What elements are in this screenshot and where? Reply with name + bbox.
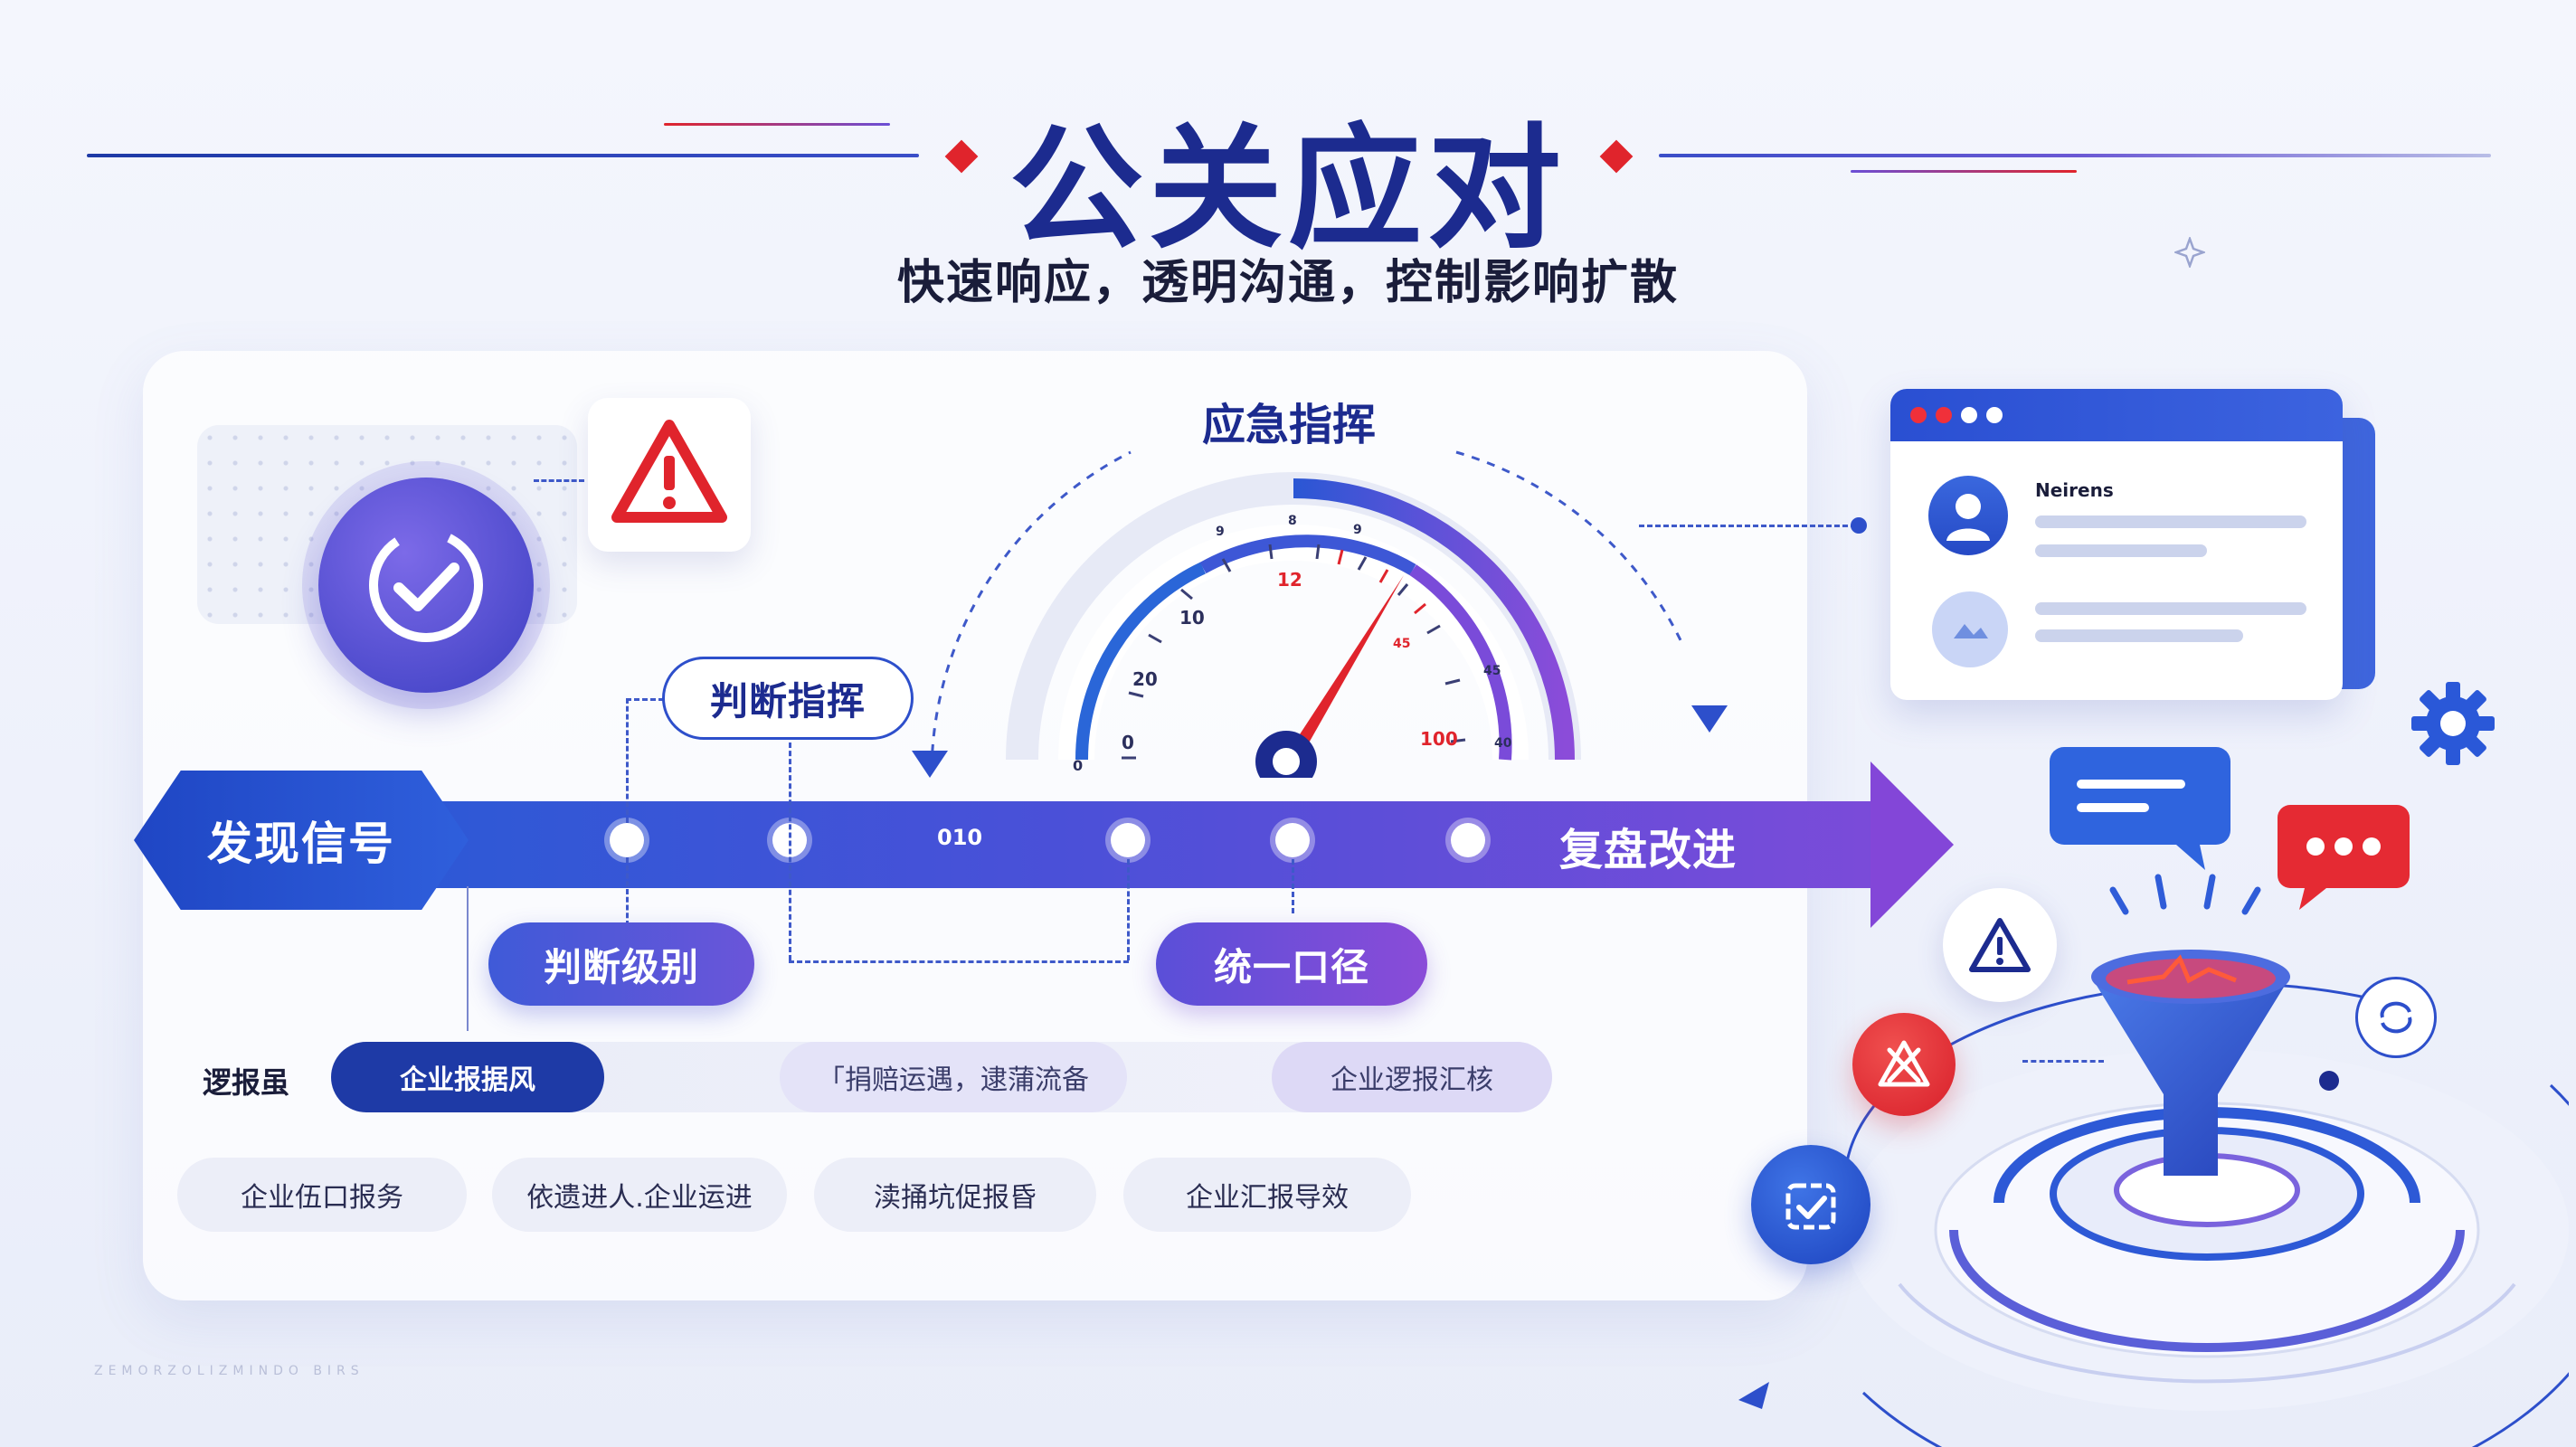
connector-start-down <box>467 886 469 1031</box>
gauge-outer-tick-c: 9 <box>1353 523 1362 537</box>
side-alert-red-button[interactable] <box>1852 1013 1956 1116</box>
window-card: Neirens <box>1890 389 2343 700</box>
sparkle-icon <box>2174 237 2205 268</box>
funnel-rays <box>2109 874 2261 915</box>
gauge-tick-12: 12 <box>1277 569 1302 591</box>
flow-node-5[interactable] <box>1451 823 1485 857</box>
row2-item-4[interactable]: 企业汇报导效 <box>1123 1158 1411 1232</box>
flow-arrow-head <box>1870 761 1954 928</box>
flow-node-4[interactable] <box>1275 823 1310 857</box>
gauge-tick-45a: 45 <box>1393 637 1410 651</box>
gauge-tick-20: 20 <box>1132 668 1158 690</box>
user-icon <box>1946 494 1990 541</box>
callout-command[interactable]: 判断指挥 <box>662 657 914 740</box>
check-circle-icon <box>369 528 483 642</box>
gauge-arrow-right-icon <box>1691 705 1728 733</box>
alert-cross-icon <box>1878 1040 1930 1087</box>
warning-triangle-icon <box>611 420 727 523</box>
row2-item-3[interactable]: 渎捅坑促报昏 <box>814 1158 1096 1232</box>
window-avatar-1 <box>1928 476 2008 555</box>
flow-end-step[interactable]: 复盘改进 <box>1559 825 1738 875</box>
window-dot-2[interactable] <box>1936 407 1952 423</box>
gauge-outer-tick-45: 45 <box>1483 664 1501 678</box>
warning-outline-icon <box>1969 918 2031 972</box>
window-dot-3[interactable] <box>1961 407 1977 423</box>
ring-dot <box>2319 1071 2339 1091</box>
check-badge <box>318 478 534 693</box>
landscape-icon <box>1954 624 1988 638</box>
row2-item-1[interactable]: 企业伍口报务 <box>177 1158 467 1232</box>
window-line-4 <box>2035 629 2243 642</box>
flow-start-step[interactable]: 发现信号 <box>134 771 469 910</box>
row1-label: 逻报虽 <box>203 1065 290 1100</box>
calendar-check-icon <box>1785 1183 1836 1230</box>
connector-level-callout <box>626 857 629 926</box>
window-line-3 <box>2035 602 2306 615</box>
row2-item-2[interactable]: 依遗进人.企业运进 <box>492 1158 787 1232</box>
funnel-icon[interactable] <box>2082 941 2299 1194</box>
flow-arrow-body <box>416 801 1881 888</box>
header-line-left-accent <box>664 123 890 126</box>
chat-bubble-icon[interactable] <box>2050 747 2230 870</box>
window-connector-dot <box>1851 517 1867 534</box>
platform-rings <box>1843 981 2569 1447</box>
flow-arrow-text: 010 <box>937 825 983 850</box>
side-calendar-button[interactable] <box>1751 1145 1870 1264</box>
side-warning-button[interactable] <box>1943 888 2057 1002</box>
gauge-arrow-left-icon <box>912 751 948 778</box>
row1-item-2[interactable]: 「捐赔运遇，逮蒲流备 <box>780 1042 1127 1112</box>
window-dot-4[interactable] <box>1986 407 2003 423</box>
gauge-outer-tick-a: 9 <box>1216 525 1225 539</box>
callout-unified[interactable]: 统一口径 <box>1156 922 1427 1006</box>
window-line-2 <box>2035 544 2207 557</box>
window-titlebar <box>1890 389 2343 441</box>
connector-unified <box>1292 859 1294 913</box>
warning-card <box>588 398 751 552</box>
gear-icon[interactable] <box>2408 678 2498 769</box>
page-title: 公关应对 <box>1009 111 1567 267</box>
window-connector <box>1639 525 1856 527</box>
gauge-needle <box>1284 575 1404 767</box>
connector-node2-down <box>789 734 791 960</box>
connector-node3-up <box>1127 859 1130 960</box>
chat-dots-icon[interactable] <box>2278 805 2410 910</box>
header-line-right <box>1659 154 2491 157</box>
flow-node-1[interactable] <box>610 823 644 857</box>
connector-top-callout <box>626 698 629 823</box>
window-avatar-2 <box>1932 591 2008 667</box>
gauge-outer-tick-b: 8 <box>1288 514 1297 528</box>
row1-item-3[interactable]: 企业逻报汇核 <box>1272 1042 1552 1112</box>
callout-level[interactable]: 判断级别 <box>488 922 754 1006</box>
sync-icon <box>2380 1001 2412 1034</box>
gauge-outer-tick-0: 0 <box>1073 757 1083 774</box>
window-user-name: Neirens <box>2035 479 2114 501</box>
footer-caption: ZEMORZOLIZMINDO BIRS <box>94 1364 365 1378</box>
gauge-tick-100: 100 <box>1420 728 1458 750</box>
window-dot-red[interactable] <box>1910 407 1927 423</box>
header-line-left <box>87 154 919 157</box>
gauge-tick-10: 10 <box>1179 607 1205 629</box>
window-line-1 <box>2035 515 2306 528</box>
gauge-outer-tick-40: 40 <box>1494 736 1512 751</box>
platform-arrow-icon <box>1738 1382 1769 1409</box>
connector-node2-node3 <box>789 960 1129 963</box>
gauge-label: 应急指挥 <box>1201 400 1376 450</box>
connector-top-callout-h <box>626 698 664 701</box>
row1-item-1[interactable]: 企业报据风 <box>331 1042 604 1112</box>
gauge-tick-0: 0 <box>1122 732 1134 753</box>
side-sync-button[interactable] <box>2355 977 2437 1058</box>
gauge-dial: 0 20 10 12 100 0 9 8 9 45 45 40 <box>930 450 1682 778</box>
badge-alert-connector <box>534 479 584 482</box>
header-line-right-accent <box>1851 170 2077 173</box>
warning-funnel-connector <box>2022 1060 2104 1063</box>
flow-node-3[interactable] <box>1111 823 1145 857</box>
page-subtitle: 快速响应，透明沟通，控制影响扩散 <box>896 256 1679 310</box>
